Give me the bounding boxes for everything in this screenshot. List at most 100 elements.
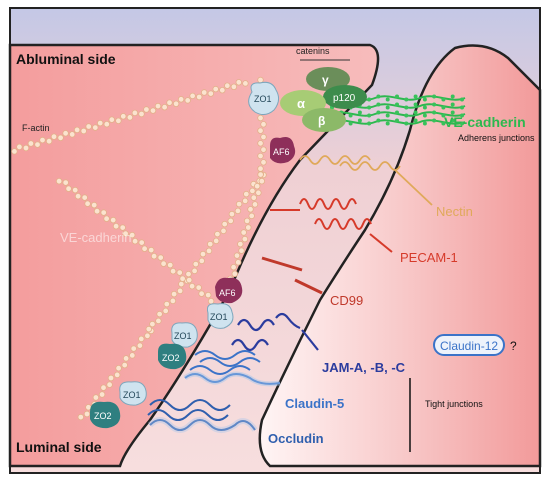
ve-cadherin-bead <box>422 113 427 118</box>
f-actin-bead <box>27 140 35 147</box>
claudin5-label: Claudin-5 <box>285 396 344 411</box>
catenins-label: catenins <box>296 46 330 56</box>
f-actin-bead <box>212 85 219 93</box>
ve-cadherin-bead <box>376 102 381 107</box>
f-actin-bead <box>247 206 254 213</box>
af6-bottom-protein <box>215 277 243 304</box>
ve-cadherin-bead <box>460 97 464 102</box>
f-actin-label: F-actin <box>22 123 50 133</box>
f-actin-bead <box>113 371 121 379</box>
ve-cadherin-label: VE-cadherin <box>444 114 526 130</box>
ve-cadherin-bead <box>385 97 390 102</box>
f-actin-bead <box>141 245 148 252</box>
f-actin-bead <box>50 133 58 140</box>
nectin-label: Nectin <box>436 204 473 219</box>
f-actin-bead <box>243 217 251 225</box>
ve-cadherin-bead <box>441 113 446 118</box>
f-actin-bead <box>150 253 158 260</box>
ve-cadherin-bead <box>376 110 381 115</box>
f-actin-bead <box>100 384 107 391</box>
f-actin-bead <box>205 247 213 255</box>
cd99-label: CD99 <box>330 293 363 308</box>
f-actin-bead <box>138 110 145 118</box>
zo1-mid-label: ZO1 <box>210 312 228 322</box>
f-actin-bead <box>160 260 167 267</box>
ve-cadherin-bead <box>395 94 399 99</box>
p120-catenin <box>323 85 367 109</box>
f-actin-bead <box>257 171 264 178</box>
f-actin-bead <box>260 133 267 141</box>
ve-cadherin-bead <box>367 113 372 118</box>
p120-label: p120 <box>333 93 356 104</box>
f-actin-bead <box>80 127 87 135</box>
f-actin-bead <box>115 365 122 372</box>
cd99-bars <box>261 256 323 295</box>
f-actin-bead <box>212 237 220 245</box>
right-endothelial-cell <box>258 44 542 468</box>
zo2-left-label: ZO2 <box>162 353 180 363</box>
f-actin-bead <box>62 130 69 137</box>
f-actin-bead <box>83 410 91 418</box>
f-actin-bead <box>192 260 199 268</box>
f-actin-bead <box>189 92 196 100</box>
occludin-glow <box>147 417 258 433</box>
f-actin-bead <box>200 89 208 96</box>
occludin-strands <box>147 399 256 431</box>
occludin-label: Occludin <box>268 431 324 446</box>
zo2-bottom-label: ZO2 <box>94 411 112 421</box>
f-actin-bead <box>128 231 136 239</box>
f-actin-bead <box>198 257 205 265</box>
f-actin-bead <box>179 275 186 282</box>
f-actin-bead <box>156 310 163 318</box>
f-actin-bead <box>163 300 170 308</box>
f-actin-bead <box>131 237 139 245</box>
zo2-left-protein <box>158 343 187 370</box>
f-actin-bead <box>93 207 101 215</box>
f-actin-bead <box>176 269 183 276</box>
beta-catenin <box>302 108 346 132</box>
f-actin-bead <box>147 246 155 254</box>
f-actin-bead <box>234 259 242 266</box>
f-actin-bead <box>112 222 120 230</box>
f-actin-bead <box>207 90 214 97</box>
zo1-mid-protein <box>207 303 234 329</box>
f-actin-bead <box>45 137 53 145</box>
ve-cadherin-bead <box>385 105 390 110</box>
ve-cadherin-bead <box>395 110 399 115</box>
f-actin-bead <box>176 287 184 295</box>
f-actin-bead <box>249 187 256 195</box>
ve-cadherin-bead <box>357 118 362 123</box>
f-actin-bead <box>96 119 104 127</box>
abluminal-side-label: Abluminal side <box>16 51 116 67</box>
nectin-strands <box>299 155 433 206</box>
f-actin-bead <box>227 217 234 225</box>
ve-cadherin-bead <box>367 121 372 126</box>
f-actin-bead <box>90 201 98 209</box>
f-actin-bead <box>145 325 152 333</box>
f-actin-bead <box>241 235 249 243</box>
f-actin-bead <box>248 212 255 220</box>
f-actin-bead <box>221 220 228 228</box>
f-actin-bead <box>169 268 177 275</box>
ve-cadherin-bead <box>450 118 455 123</box>
f-actin-bead <box>121 361 128 369</box>
f-actin-bead <box>185 270 192 278</box>
f-actin-bead <box>122 355 130 362</box>
beta-label: β <box>318 114 325 128</box>
ve-cadherin-bead <box>460 121 464 126</box>
f-actin-bead <box>240 229 247 236</box>
ve-cadherin-bead <box>432 118 437 123</box>
f-actin-bead <box>251 201 259 208</box>
claudin12-label: Claudin-12 <box>440 339 498 353</box>
ve-cadherin-bead <box>413 102 418 107</box>
f-actin-bead <box>260 146 267 153</box>
f-actin-bead <box>235 200 243 208</box>
f-actin-bead <box>198 290 205 297</box>
af6-top-label: AF6 <box>273 147 290 157</box>
f-actin-bead <box>68 131 76 138</box>
claudin12-box <box>433 334 505 356</box>
f-actin-bead <box>154 102 162 110</box>
f-actin-bead <box>206 240 214 248</box>
ve-cadherin-bead <box>432 94 437 99</box>
zo1-top-protein <box>248 81 280 116</box>
